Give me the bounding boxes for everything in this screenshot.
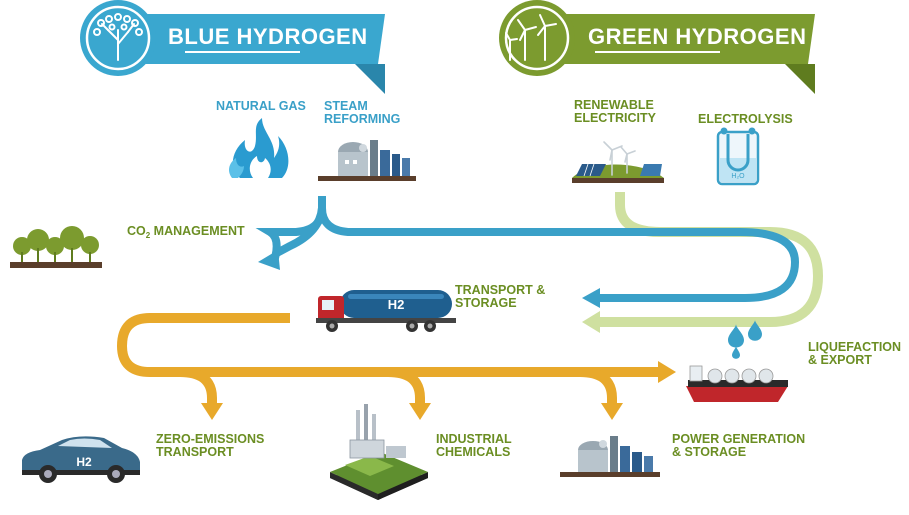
orange-arrowhead-chemicals xyxy=(409,403,431,420)
transport-storage-label: TRANSPORT & STORAGE xyxy=(455,283,546,310)
orange-branch-chemicals xyxy=(387,367,425,405)
orange-flow-arrowhead-export xyxy=(658,361,676,383)
industrial-chemicals-icon xyxy=(330,404,428,500)
trees-icon xyxy=(10,226,102,268)
orange-flow-arrow xyxy=(116,313,660,377)
co2-flow-arrowhead xyxy=(258,250,280,270)
blue-hydrogen-title: BLUE HYDROGEN xyxy=(168,24,368,49)
wind-turbines-icon xyxy=(505,14,557,61)
green-flow-arrowhead xyxy=(582,311,600,333)
electrolysis-label: ELECTROLYSIS xyxy=(698,112,793,126)
lng-ship-icon xyxy=(686,365,788,402)
orange-branch-power xyxy=(579,367,617,405)
hydrogen-car-icon: H2 xyxy=(22,436,140,483)
car-h2-label: H2 xyxy=(76,455,92,469)
blue-flow-arrowhead xyxy=(582,288,600,308)
renewable-electricity-label: RENEWABLE ELECTRICITY xyxy=(574,98,656,125)
flame-icon xyxy=(229,118,289,178)
hydrogen-truck-icon: H2 xyxy=(316,290,456,332)
blue-flow-arrow xyxy=(318,196,800,302)
steam-reforming-label: STEAM REFORMING xyxy=(324,99,401,126)
orange-arrowhead-transport xyxy=(201,403,223,420)
power-generation-icon xyxy=(560,436,660,477)
renewable-electricity-icon xyxy=(572,141,664,183)
green-flow-arrow xyxy=(598,192,824,327)
zero-emissions-transport-label: ZERO-EMISSIONS TRANSPORT xyxy=(156,432,265,459)
green-hydrogen-title: GREEN HYDROGEN xyxy=(588,24,807,49)
natural-gas-label: NATURAL GAS xyxy=(216,99,306,113)
green-hydrogen-banner xyxy=(499,0,815,94)
steam-reforming-plant-icon xyxy=(318,140,416,181)
co2-management-label: CO2 MANAGEMENT xyxy=(127,224,245,241)
electrolysis-icon: H₂O xyxy=(716,127,760,186)
industrial-chemicals-label: INDUSTRIAL CHEMICALS xyxy=(436,432,512,459)
tree-icon xyxy=(93,13,143,61)
orange-arrowhead-power xyxy=(601,403,623,420)
water-drops-icon xyxy=(728,320,762,359)
truck-h2-label: H2 xyxy=(388,297,405,312)
water-formula-label: H₂O xyxy=(731,173,745,180)
power-generation-label: POWER GENERATION & STORAGE xyxy=(672,432,806,459)
blue-hydrogen-banner xyxy=(80,0,385,94)
orange-branch-transport xyxy=(179,367,217,405)
liquefaction-export-label: LIQUEFACTION & EXPORT xyxy=(808,340,902,367)
